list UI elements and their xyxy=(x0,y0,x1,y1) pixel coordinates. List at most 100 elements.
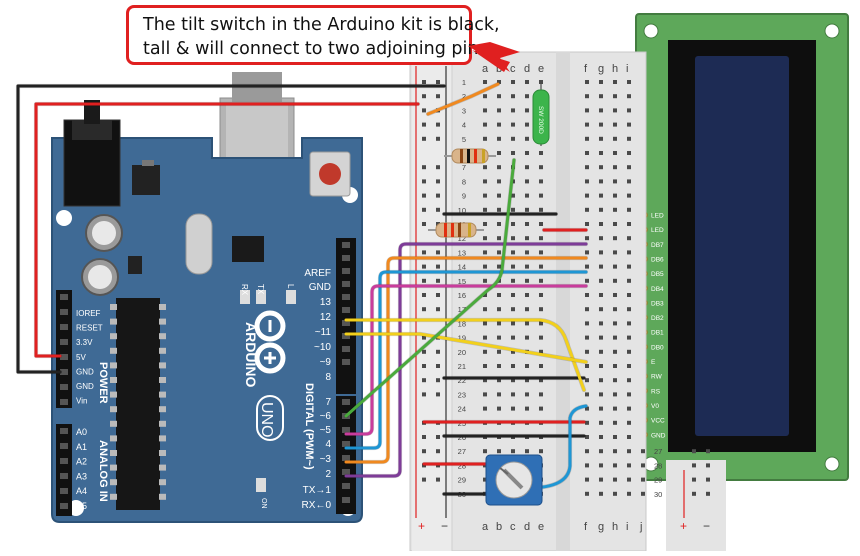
breadboard-column-label: h xyxy=(612,63,618,75)
analog-pin-label: A3 xyxy=(76,471,87,481)
arduino-uno: ARDUINO UNO AREFGND1312~11~10~987~6~54~3… xyxy=(51,72,363,523)
lcd-pin-label: DB6 xyxy=(651,256,664,263)
digital-pin-label: 13 xyxy=(320,297,332,308)
db4-wire xyxy=(344,284,588,436)
breadboard-row-number: 21 xyxy=(458,362,466,371)
lcd-pin-label: LED xyxy=(651,213,664,220)
breadboard-row-number: 2 xyxy=(462,92,466,101)
tilt-signal-wire xyxy=(344,158,516,418)
breadboard-row-number: 22 xyxy=(458,376,466,385)
breadboard-row-number: 29 xyxy=(458,476,466,485)
arduino-model-text: UNO xyxy=(258,402,275,438)
lcd-pin-label: RS xyxy=(651,388,661,395)
digital-pin-label: ~3 xyxy=(320,454,332,465)
power-section-title: POWER xyxy=(97,362,109,404)
breadboard-column-label: e xyxy=(538,521,544,533)
jumper-wire xyxy=(426,82,500,116)
power-pin-label: 3.3V xyxy=(76,338,93,347)
rail-plus-label: + xyxy=(418,519,425,533)
breadboard-row-number: 20 xyxy=(458,348,466,357)
led-label: TX xyxy=(256,284,265,295)
breadboard-row-number: 19 xyxy=(458,334,466,343)
led-label: L xyxy=(286,284,295,289)
digital-pin-label: 8 xyxy=(325,372,331,383)
atmega-chip xyxy=(116,298,160,510)
db7-wire xyxy=(344,242,588,478)
lcd-module: LEDLEDDB7DB6DB5DB4DB3DB2DB1DB0ERWRSV0VCC… xyxy=(635,13,849,481)
lcd-pin-label: LED xyxy=(651,227,664,234)
arduino-brand-text: ARDUINO xyxy=(243,322,259,387)
digital-pin-label: ~11 xyxy=(315,327,332,338)
breadboard-row-number: 8 xyxy=(462,177,466,186)
lcd-pin-label: GND xyxy=(651,432,666,439)
digital-pin-label: AREF xyxy=(304,268,331,279)
breadboard-column-label: g xyxy=(598,63,604,75)
breadboard-row-number: 9 xyxy=(462,192,466,201)
breadboard-row-number: 3 xyxy=(462,106,466,115)
breadboard-row-number: 27 xyxy=(654,447,662,456)
breadboard-row-number: 18 xyxy=(458,319,466,328)
breadboard-column-label: d xyxy=(524,63,530,75)
breadboard-column-label: a xyxy=(482,521,489,533)
analog-pin-label: A5 xyxy=(76,501,87,511)
digital-pin-label: GND xyxy=(309,282,331,293)
analog-section-title: ANALOG IN xyxy=(97,440,109,502)
breadboard-row-number: 1 xyxy=(462,78,466,87)
breadboard-column-label: b xyxy=(496,521,502,533)
breadboard-row-number: 27 xyxy=(458,447,466,456)
breadboard-row-number: 28 xyxy=(654,461,662,470)
lcd-pin-label: V0 xyxy=(651,403,659,410)
breadboard-column-label: c xyxy=(510,521,516,533)
breadboard-column-label: a xyxy=(482,63,489,75)
rail-minus-label: − xyxy=(441,519,448,533)
lcd-pin-label: DB7 xyxy=(651,242,664,249)
resistor xyxy=(444,148,496,164)
power-pin-label: IOREF xyxy=(76,309,101,318)
voltage-regulator xyxy=(132,165,160,195)
breadboard-column-label: i xyxy=(626,63,628,75)
reset-button[interactable] xyxy=(309,151,351,197)
annotation-callout: The tilt switch in the Arduino kit is bl… xyxy=(126,5,500,65)
lcd-pin-label: E xyxy=(651,359,656,366)
gnd-wire xyxy=(16,84,446,374)
digital-pin-label: 4 xyxy=(325,439,331,450)
breadboard-row-number: 5 xyxy=(462,135,466,144)
power-pin-label: Vin xyxy=(76,397,87,406)
power-pin-label: RESET xyxy=(76,324,103,333)
resistor xyxy=(428,222,484,238)
contrast-wire xyxy=(526,404,588,490)
power-5v-wire xyxy=(34,102,420,358)
rail-minus-label: − xyxy=(703,519,710,533)
on-led-label: ON xyxy=(260,498,267,509)
breadboard-row-number: 17 xyxy=(458,305,466,314)
digital-pin-label: ~10 xyxy=(314,342,331,353)
breadboard-column-label: f xyxy=(584,521,588,533)
digital-pin-label: ~5 xyxy=(320,425,332,436)
breadboard-column-label: b xyxy=(496,63,502,75)
breadboard-row-number: 28 xyxy=(458,461,466,470)
potentiometer[interactable] xyxy=(485,454,543,506)
lcd-pin-label: RW xyxy=(651,374,663,381)
power-pin-label: GND xyxy=(76,382,94,391)
breadboard-row-number: 29 xyxy=(654,476,662,485)
breadboard-row-number: 15 xyxy=(458,277,466,286)
breadboard-row-number: 7 xyxy=(462,163,466,172)
power-pin-label: GND xyxy=(76,367,94,376)
digital-pin-label: ~9 xyxy=(320,357,332,368)
breadboard-row-number: 14 xyxy=(458,263,466,272)
digital-section-title: DIGITAL (PWM~) xyxy=(303,383,315,470)
tilt-switch-label: SW 200D xyxy=(537,106,544,134)
breadboard-row-number: 24 xyxy=(458,405,466,414)
arduino-logo xyxy=(254,310,286,374)
lcd-pin-label: DB2 xyxy=(651,315,664,322)
digital-pin-label: ~6 xyxy=(320,411,332,422)
breadboard-column-label: i xyxy=(626,521,628,533)
lcd-pin-label: VCC xyxy=(651,418,665,425)
breadboard-column-label: d xyxy=(524,521,530,533)
breadboard-column-label: e xyxy=(538,63,544,75)
enable-wire xyxy=(344,318,586,392)
breadboard-column-label: j xyxy=(639,521,642,533)
breadboard-row-number: 12 xyxy=(458,234,466,243)
wires xyxy=(15,81,589,497)
